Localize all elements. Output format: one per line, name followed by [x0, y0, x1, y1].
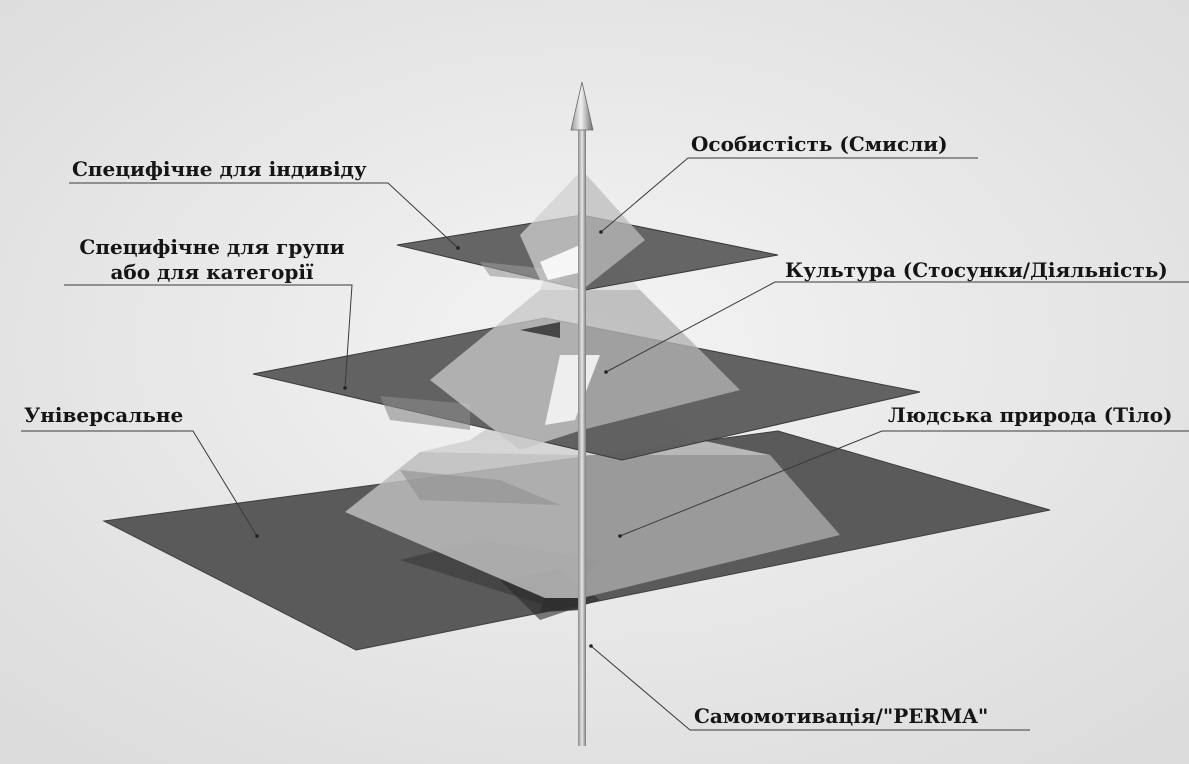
- personality-pyramid: [520, 170, 645, 290]
- label-personality: Особистість (Смисли): [691, 132, 948, 156]
- label-culture: Культура (Стосунки/Діяльність): [785, 258, 1168, 282]
- leader-dots: [255, 230, 622, 648]
- central-axis-arrow: [570, 81, 594, 746]
- label-self-motivation: Самомотивація/"PERMA": [694, 704, 989, 728]
- label-human-nature: Людська природа (Тіло): [888, 403, 1173, 427]
- leader-lines: [21, 157, 1189, 731]
- label-group-specific-line1: Специфічне для групи: [79, 235, 345, 259]
- label-individual-specific: Специфічне для індивіду: [72, 157, 367, 181]
- label-group-specific-line2: або для категорії: [110, 260, 314, 284]
- label-universal: Універсальне: [24, 403, 184, 427]
